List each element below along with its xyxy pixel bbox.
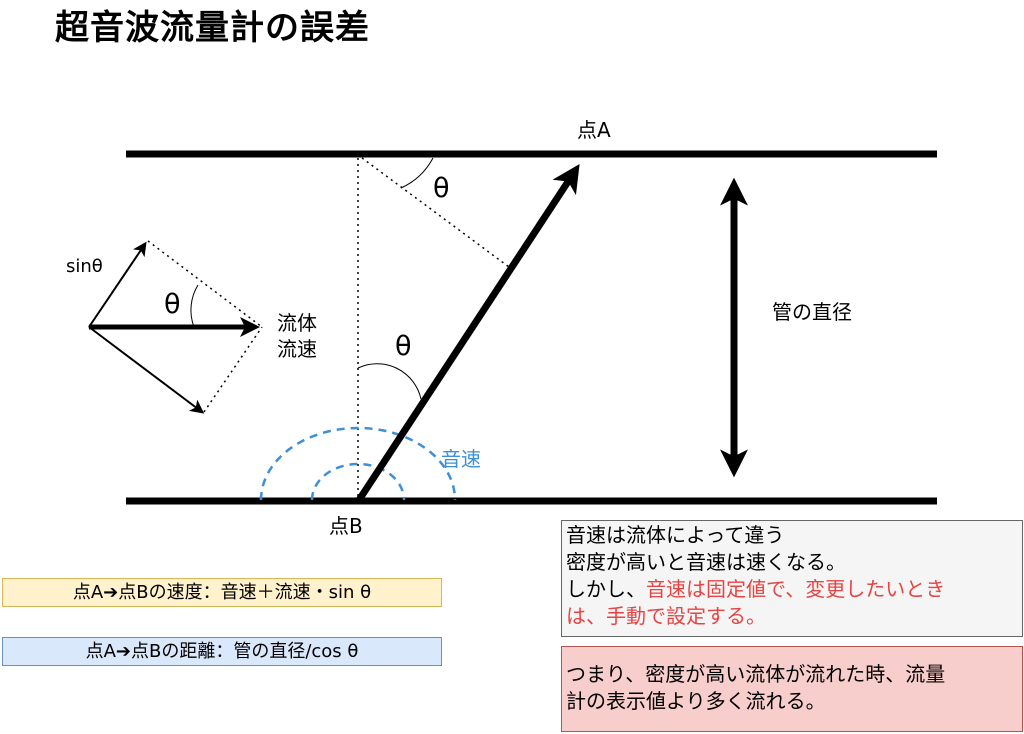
note1-line3-highlight: 音速は固定値で、変更したいとき xyxy=(646,577,946,601)
theta-label-top: θ xyxy=(433,173,450,204)
note1-line1: 音速は流体によって違う xyxy=(566,523,785,547)
note2-line1: つまり、密度が高い流体が流れた時、流量 xyxy=(566,662,946,686)
vector-sin-component xyxy=(88,241,147,328)
point-b-label: 点B xyxy=(329,514,363,538)
note1-line3-prefix: しかし、 xyxy=(566,577,646,601)
vector-lower-component xyxy=(88,326,205,414)
fluid-velocity-label-line2: 流速 xyxy=(277,337,317,361)
theta-label-vector: θ xyxy=(164,289,181,320)
note2-line2: 計の表示値より多く流れる。 xyxy=(566,689,826,713)
point-a-label: 点A xyxy=(577,118,611,142)
angle-arc-bottom xyxy=(357,363,422,400)
fluid-velocity-label-line1: 流体 xyxy=(277,311,317,335)
sound-speed-label: 音速 xyxy=(441,447,481,471)
conclusion-note: つまり、密度が高い流体が流れた時、流量 計の表示値より多く流れる。 xyxy=(561,646,1023,732)
note1-line4: は、手動で設定する。 xyxy=(566,604,766,628)
angle-arc-top xyxy=(400,157,434,189)
sound-speed-note: 音速は流体によって違う 密度が高いと音速は速くなる。 しかし、音速は固定値で、変… xyxy=(561,520,1023,637)
note1-line2: 密度が高いと音速は速くなる。 xyxy=(566,550,846,574)
ultrasonic-path-arrow xyxy=(356,163,580,502)
sin-theta-label: sinθ xyxy=(66,256,103,277)
velocity-formula-box: 点A➔点Bの速度：音速＋流速・sin θ xyxy=(2,578,442,607)
sound-wave-outer xyxy=(259,426,457,501)
angle-arc-vector xyxy=(190,284,199,328)
note1-line3: しかし、音速は固定値で、変更したいとき xyxy=(566,576,1018,603)
page-title: 超音波流量計の誤差 xyxy=(55,8,370,48)
theta-label-bottom: θ xyxy=(395,331,412,362)
distance-formula-box: 点A➔点Bの距離：管の直径/cos θ xyxy=(2,637,442,666)
vector-dotted-lower xyxy=(203,326,263,413)
pipe-diameter-label: 管の直径 xyxy=(772,300,852,324)
perpendicular-dotted-line xyxy=(361,157,510,268)
sound-wave-inner xyxy=(310,462,406,501)
